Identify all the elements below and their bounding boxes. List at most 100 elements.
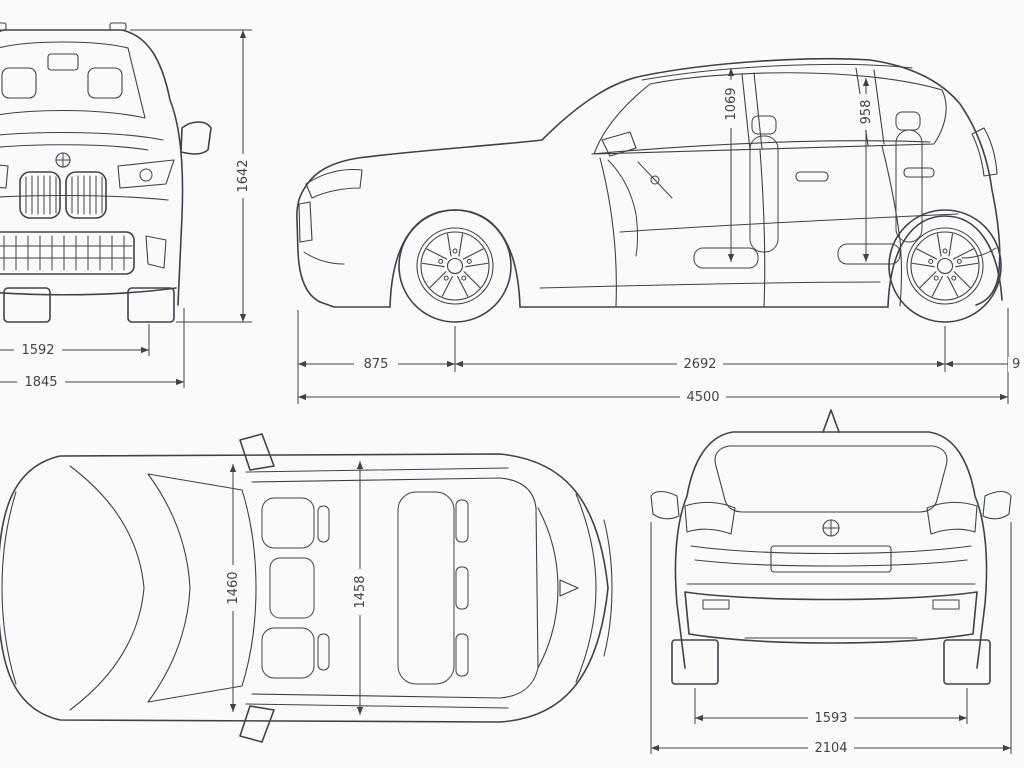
mirror-bottom	[239, 705, 275, 743]
rear-lower-bumper	[684, 591, 978, 644]
rear-bench-cushion	[397, 491, 455, 685]
dim-front-height-label: 1642	[236, 159, 251, 192]
rear-window-plan	[537, 507, 559, 669]
corner-intake-right	[145, 235, 167, 269]
front-seat-right-headrest	[317, 633, 330, 671]
rear-seat-back	[895, 129, 923, 243]
mirror-top	[239, 433, 275, 471]
roof-rail-left	[0, 22, 7, 31]
tailgate-crease-2	[694, 559, 968, 567]
rear-headrest-3	[455, 633, 469, 677]
center-console	[269, 557, 315, 619]
reflector-right	[932, 599, 960, 610]
antenna-fin	[822, 409, 840, 433]
door-seam-mid	[759, 149, 766, 308]
side-body-outline	[296, 57, 1001, 306]
top-body-outline	[0, 453, 609, 723]
side-mirror	[601, 131, 637, 157]
front-fascia-line	[1, 491, 17, 685]
rear-window	[714, 445, 948, 513]
hood-crease	[69, 465, 145, 711]
side-mirror-right-rear	[982, 490, 1012, 520]
hatch-edge	[603, 519, 613, 657]
front-seat-left-cushion	[261, 497, 315, 549]
antenna-fin-plan	[559, 579, 579, 597]
front-seat-right-cushion	[261, 627, 315, 679]
dim-front-track-label: 1592	[21, 343, 54, 358]
front-seat-headrest	[751, 115, 777, 135]
headlight-left	[0, 164, 9, 189]
door-handle-front	[795, 171, 829, 182]
grille-side	[298, 201, 313, 243]
front-lower-intake	[0, 231, 135, 275]
headrest-right	[87, 67, 123, 99]
a-pillars	[147, 473, 243, 703]
headrest-left	[1, 67, 37, 99]
side-view	[296, 57, 1003, 322]
taillight-left	[684, 501, 736, 535]
rear-tire-right	[943, 639, 991, 685]
dim-interior-width-rear-label: 1458	[353, 575, 368, 608]
door-seam-front	[599, 157, 617, 307]
rear-body-outline	[674, 431, 988, 669]
rocker-trim-line	[539, 281, 881, 289]
side-mirror-right	[180, 121, 212, 155]
top-view	[0, 433, 613, 743]
dim-front-overhang-label: 875	[364, 357, 389, 372]
tailgate-crease-1	[690, 545, 972, 555]
rear-bumper-line	[961, 247, 997, 259]
greenhouse-outline	[593, 72, 947, 155]
rear-headrest-1	[455, 499, 469, 543]
steering-column	[637, 161, 673, 199]
headlight-right	[117, 159, 175, 189]
front-seat-cushion	[693, 247, 759, 269]
interior-plan	[261, 491, 469, 685]
front-tire-left	[3, 287, 51, 323]
license-plate-recess	[770, 545, 892, 573]
front-seat-left-headrest	[317, 505, 330, 543]
dim-overall-width-label: 2104	[814, 741, 847, 756]
front-windshield	[0, 41, 146, 119]
b-pillar	[741, 72, 763, 151]
bumper-mid-line	[0, 194, 169, 201]
side-mirror-left-rear	[650, 490, 680, 520]
dim-wheelbase-label: 2692	[683, 357, 716, 372]
dim-rear-track-label: 1593	[814, 711, 847, 726]
taillight-side	[971, 127, 998, 177]
door-seam-rear	[881, 145, 903, 307]
windshield-cowl	[147, 473, 191, 703]
roof-panel	[251, 477, 539, 699]
front-body-outline	[0, 29, 184, 306]
front-bumper-line	[303, 251, 345, 265]
hood-creases	[0, 131, 164, 151]
character-line	[619, 213, 959, 233]
headlight-side	[305, 168, 363, 199]
dim-interior-height-front-label: 1069	[724, 87, 739, 120]
rear-wheel	[889, 210, 1001, 322]
front-seat-back	[749, 135, 779, 253]
rear-headrest-2	[455, 566, 469, 610]
beltline	[591, 140, 931, 155]
dim-length-label: 4500	[686, 390, 719, 405]
dim-front-width-label: 1845	[24, 375, 57, 390]
dim-rear-overhang-label: 9	[1012, 357, 1020, 372]
dim-interior-width-front-label: 1460	[226, 571, 241, 604]
door-handle-rear	[903, 167, 935, 178]
rearview-mirror	[47, 53, 79, 71]
side-bottom-front	[319, 301, 391, 308]
dim-interior-height-rear-label: 958	[859, 100, 874, 125]
roof-rails-plan	[245, 467, 509, 709]
dimension-annotations: 1642 1592 1845 1069 958 875	[0, 29, 1024, 756]
taillight-right	[926, 501, 978, 535]
steering-wheel	[650, 175, 660, 185]
bumper-bottom	[0, 287, 177, 296]
rear-tire-left	[671, 639, 719, 685]
front-wheel	[399, 210, 511, 322]
bmw-roundel-rear	[822, 519, 840, 537]
roof-front-edge	[241, 489, 257, 687]
roof-rail-line	[641, 63, 913, 81]
roof-rail-right	[109, 22, 127, 31]
rear-seat-headrest	[895, 111, 921, 131]
